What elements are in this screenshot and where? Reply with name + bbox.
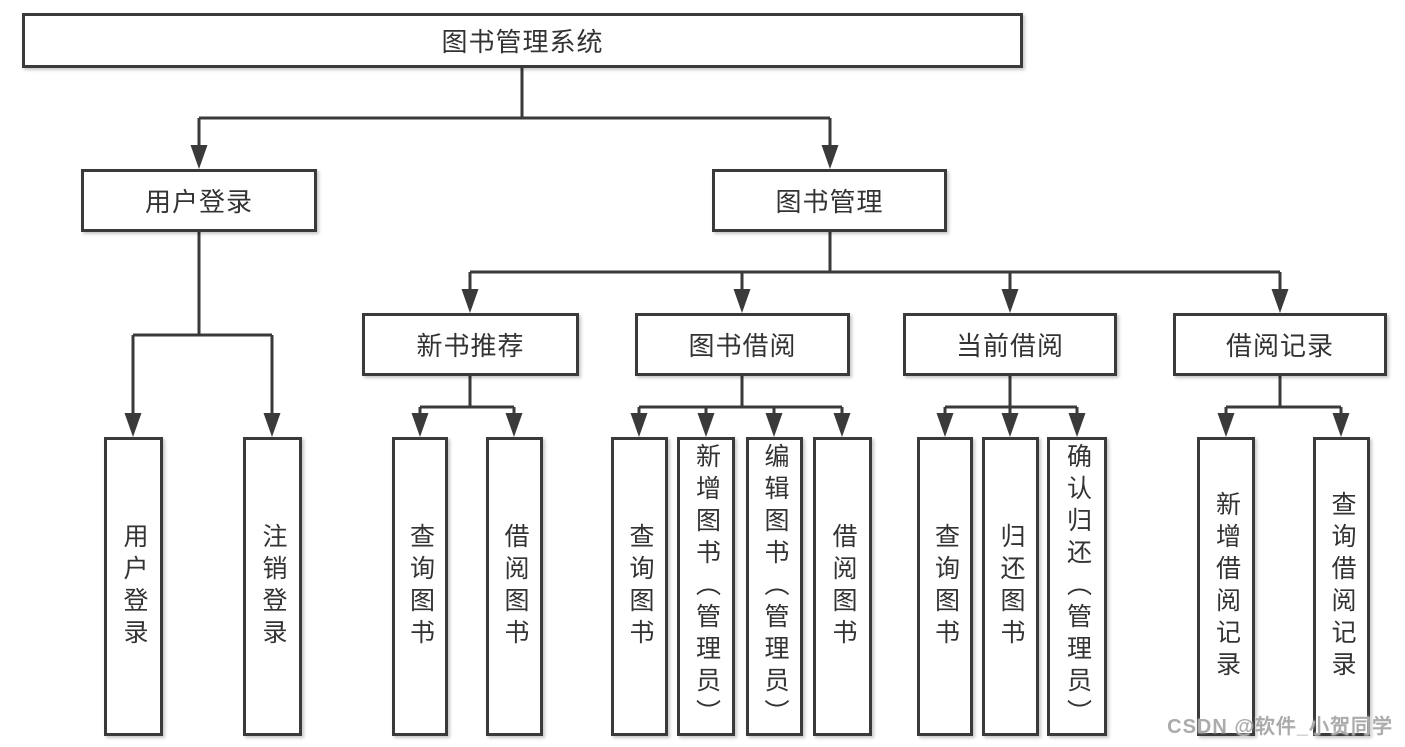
leaf-label: 查询图书 bbox=[406, 522, 435, 651]
leaf-user-login: 用户登录 bbox=[104, 437, 163, 736]
leaf-logout: 注销登录 bbox=[243, 437, 302, 736]
leaf-query-books-current: 查询图书 bbox=[917, 437, 973, 736]
leaf-add-books-admin: 新增图书（管理员） bbox=[677, 437, 735, 736]
leaf-label: 归还图书 bbox=[997, 522, 1025, 651]
node-book-management: 图书管理 bbox=[712, 169, 947, 232]
node-label: 新书推荐 bbox=[416, 331, 525, 361]
node-current-borrowing: 当前借阅 bbox=[903, 313, 1117, 376]
node-new-book-recommendation: 新书推荐 bbox=[362, 313, 579, 376]
leaf-borrow-books: 借阅图书 bbox=[813, 437, 872, 736]
leaf-label: 用户登录 bbox=[120, 522, 148, 651]
leaf-add-borrow-record: 新增借阅记录 bbox=[1197, 437, 1255, 736]
leaf-edit-books-admin: 编辑图书（管理员） bbox=[746, 437, 803, 736]
leaf-query-borrow-record: 查询借阅记录 bbox=[1313, 437, 1370, 736]
leaf-borrow-books-recommend: 借阅图书 bbox=[486, 437, 543, 736]
leaf-label: 借阅图书 bbox=[501, 522, 529, 651]
node-book-borrowing: 图书借阅 bbox=[635, 313, 850, 376]
node-label: 用户登录 bbox=[144, 187, 253, 217]
leaf-label: 新增图书（管理员） bbox=[692, 442, 721, 731]
leaf-label: 查询图书 bbox=[931, 522, 960, 651]
node-label: 图书管理 bbox=[775, 187, 884, 217]
node-label: 借阅记录 bbox=[1225, 331, 1334, 361]
leaf-label: 确认归还（管理员） bbox=[1063, 442, 1092, 731]
node-label: 当前借阅 bbox=[955, 331, 1064, 361]
leaf-label: 查询借阅记录 bbox=[1328, 490, 1356, 683]
leaf-label: 新增借阅记录 bbox=[1212, 490, 1241, 683]
node-borrowing-records: 借阅记录 bbox=[1173, 313, 1387, 376]
leaf-query-books-borrow: 查询图书 bbox=[611, 437, 668, 736]
leaf-return-books: 归还图书 bbox=[982, 437, 1039, 736]
leaf-label: 编辑图书（管理员） bbox=[761, 442, 789, 731]
leaf-confirm-return-admin: 确认归还（管理员） bbox=[1047, 437, 1107, 736]
leaf-query-books-recommend: 查询图书 bbox=[392, 437, 448, 736]
node-library-management-system: 图书管理系统 bbox=[22, 13, 1023, 68]
node-label: 图书管理系统 bbox=[441, 27, 604, 57]
leaf-label: 注销登录 bbox=[259, 522, 287, 651]
leaf-label: 借阅图书 bbox=[829, 522, 857, 651]
leaf-label: 查询图书 bbox=[626, 522, 654, 651]
node-user-login: 用户登录 bbox=[81, 169, 317, 232]
arrowheads bbox=[124, 145, 1350, 437]
node-label: 图书借阅 bbox=[688, 331, 797, 361]
